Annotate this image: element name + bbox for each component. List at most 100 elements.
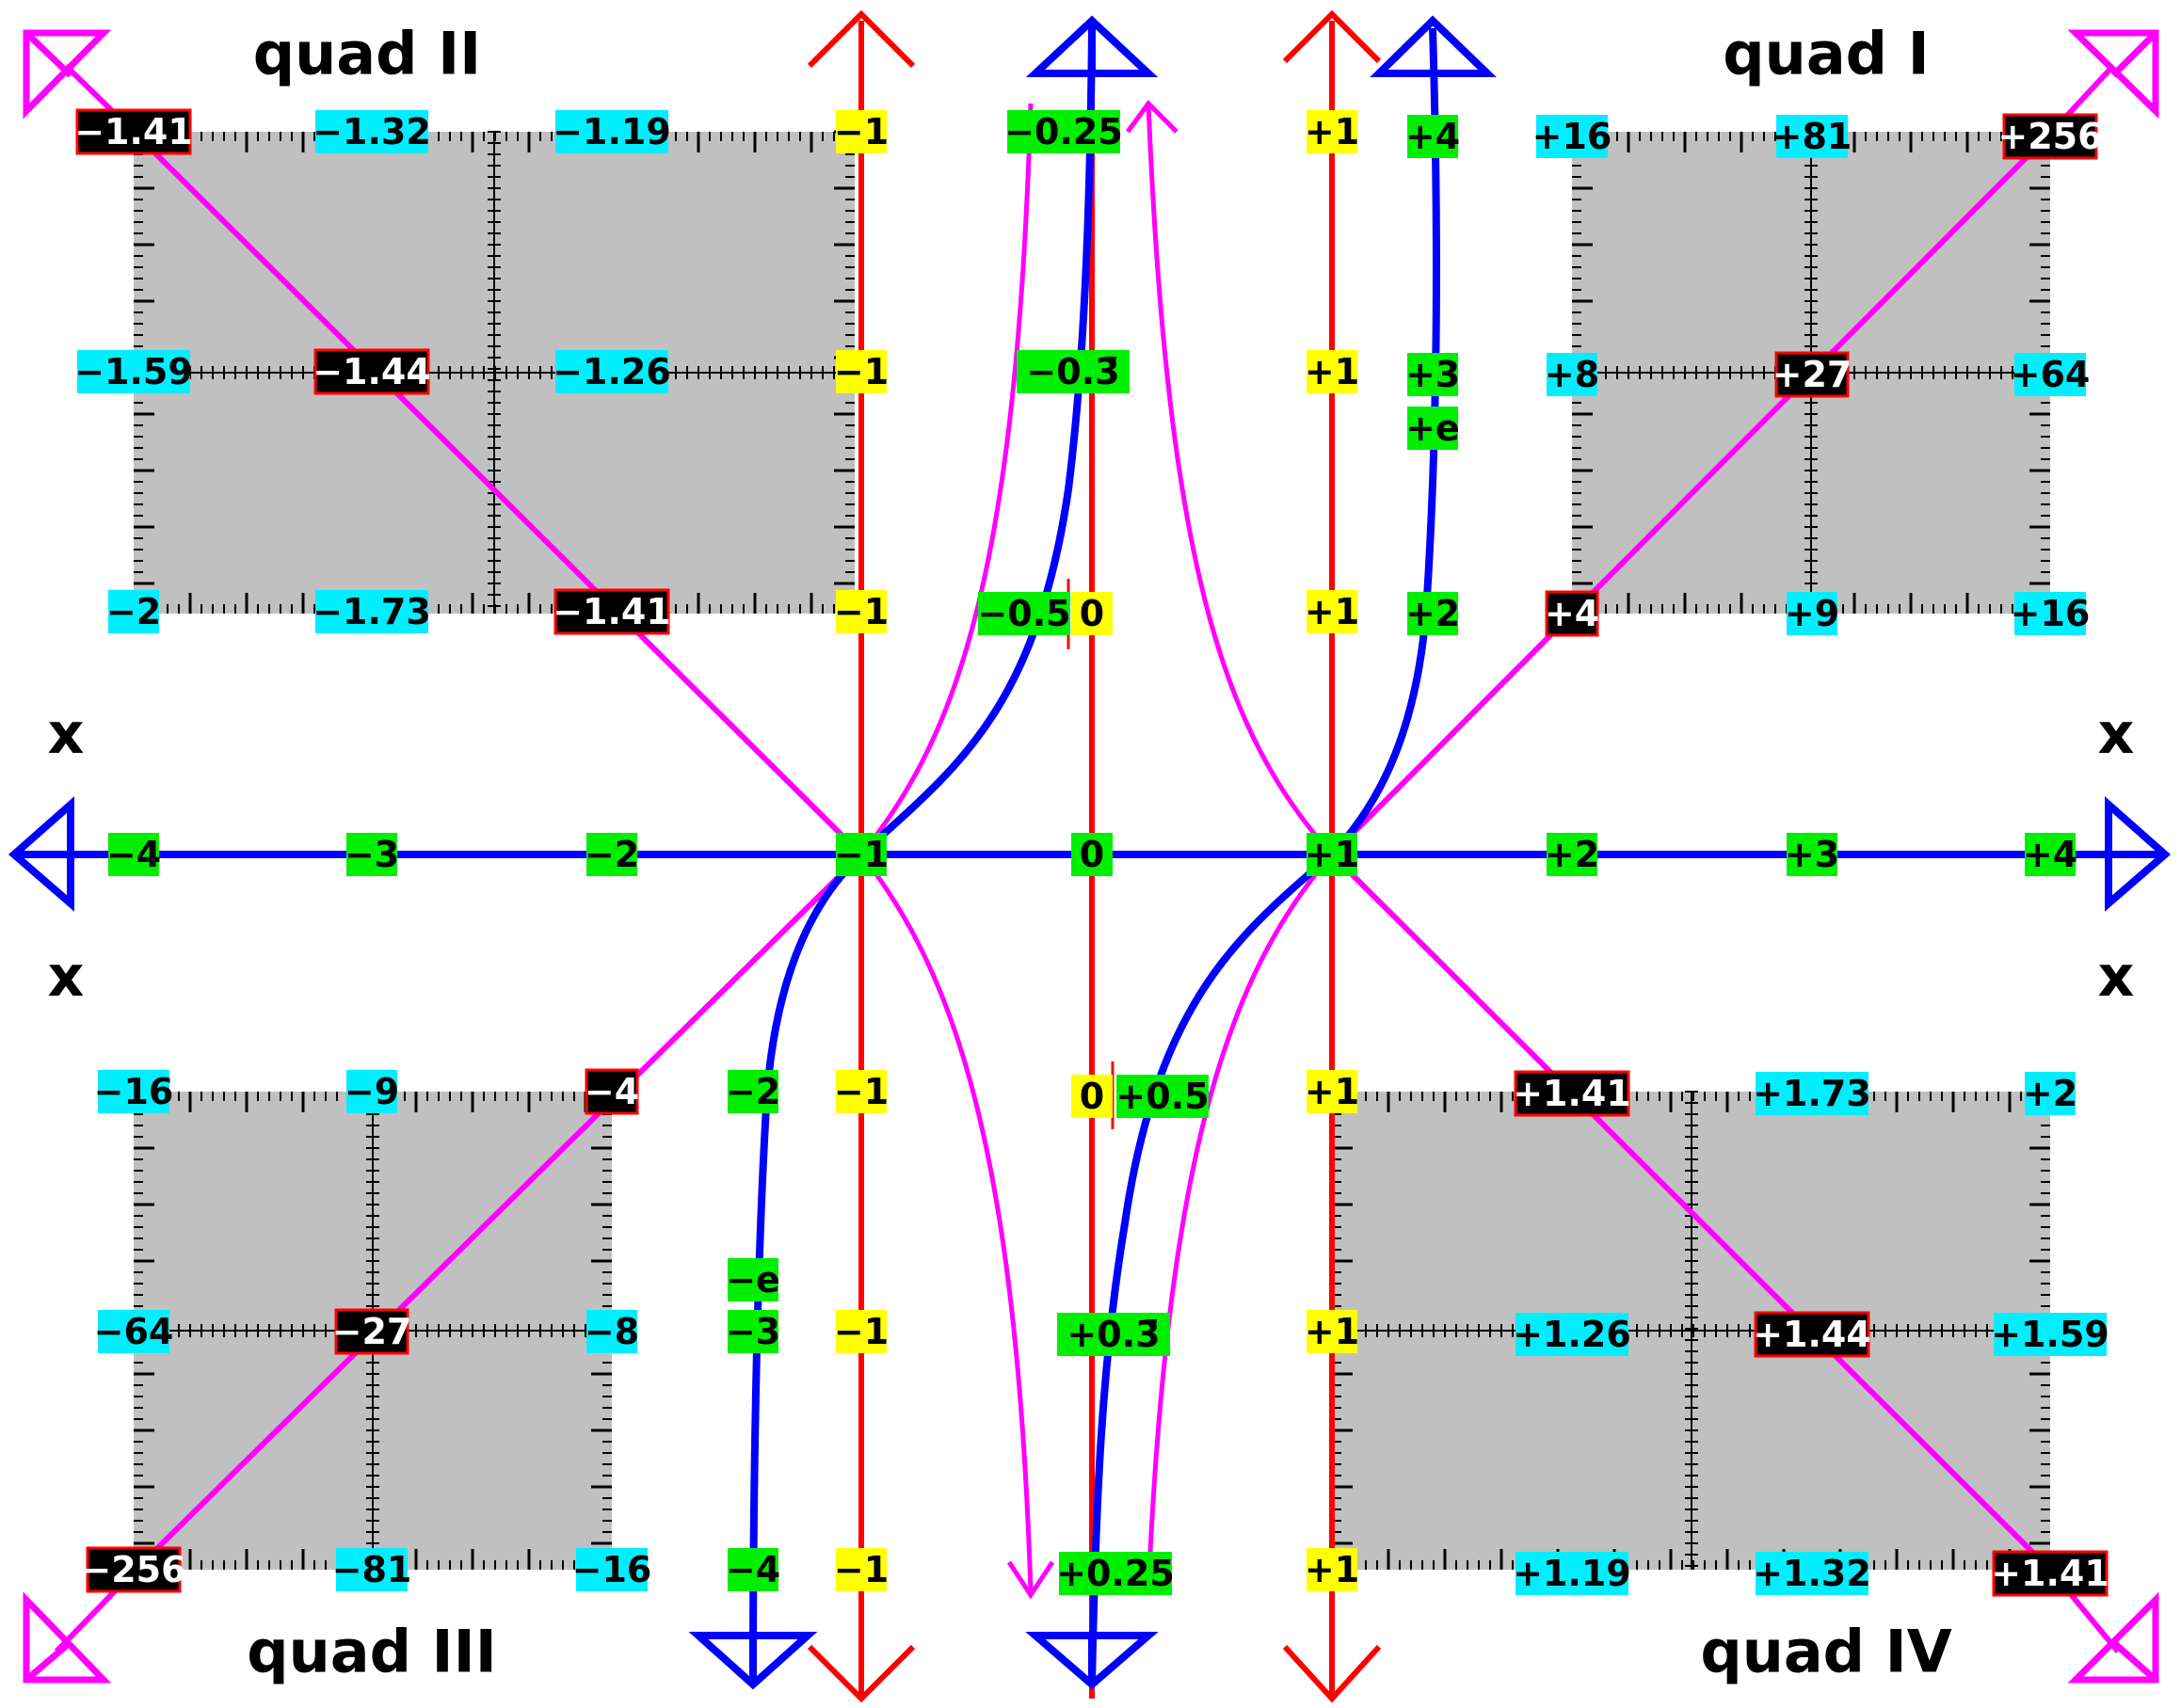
quad-i-label: +64 [2011, 353, 2090, 396]
left-one-label: −1 [834, 350, 889, 393]
center-curve-label-bg [1017, 350, 1130, 393]
blue-curve-center-lower [1088, 851, 1335, 1685]
quad-iii-label-bg [336, 1548, 408, 1591]
right-curve-label-text: +e [1405, 407, 1460, 449]
curve-lower-right [1146, 853, 1334, 1591]
center-curve-label-text: −0.25 [1004, 111, 1123, 152]
left-curve-label-bg [728, 1548, 778, 1591]
right-curve-label-bg [1407, 592, 1458, 635]
quad-ii-label-text: −1.19 [553, 111, 671, 152]
blue-curves [688, 15, 1497, 1690]
center-curve-label: −0.25 [1004, 110, 1123, 153]
quad-i-label-text: +16 [2011, 593, 2091, 634]
quad-iii-label-bg [576, 1548, 648, 1591]
title-quad-II: quad II [253, 20, 481, 88]
quad-i-label-bg [1536, 115, 1608, 158]
right-curve-label-bg [1407, 115, 1458, 158]
x-axis-label-text: −3 [345, 834, 399, 875]
blue-curve-left-lower [749, 852, 864, 1685]
quad-ii-label-text: −1.59 [74, 351, 193, 392]
left-one-label: −1 [834, 1070, 889, 1113]
right-one-label: +1 [1305, 590, 1359, 633]
blue-arrow-right-icon [2105, 796, 2172, 912]
quad-ii-label: −1.19 [553, 110, 671, 153]
quad-iv-label-bg [1515, 1552, 1628, 1595]
left-curve-label: −e [726, 1258, 780, 1301]
center-curve-label-text: +0.5 [1115, 1076, 1209, 1117]
quad-iv-label-bg [1754, 1311, 1870, 1358]
quad-i-label-text: +256 [1997, 116, 2102, 157]
right-one-label-bg [1307, 110, 1357, 153]
quad-i-label-bg [2014, 592, 2086, 635]
quad-iii-label-text: −9 [345, 1071, 399, 1112]
quad-iv-label: +1.41 [1991, 1550, 2109, 1597]
right-curve-label: +e [1405, 407, 1460, 450]
x-axis-label: +1 [1305, 833, 1359, 876]
center-curve-label-text: +0.3̄ [1066, 1314, 1160, 1355]
quad-iii-label: −64 [94, 1310, 173, 1353]
quad-ii-label: −1.32 [313, 110, 431, 153]
triangle-nw-stroke [24, 30, 73, 78]
center-curve-label: +0.3̄ [1057, 1313, 1170, 1356]
center-curve-label-text: −0.5 [977, 593, 1070, 634]
quad-iii-label: −256 [81, 1546, 186, 1593]
blue-curve-center-upper [858, 27, 1096, 857]
quad-i-label-text: +27 [1772, 354, 1852, 395]
quad-ii-label-bg [77, 350, 190, 393]
quad-ii-label-text: −1.41 [553, 591, 671, 632]
quad-i-label: +16 [2011, 592, 2091, 635]
center-curve-label: +0.25 [1056, 1552, 1175, 1595]
quad-iv-label: +1.41 [1513, 1070, 1631, 1117]
x-axis-label: +3 [1785, 833, 1839, 876]
quad-ii-label-text: −2 [106, 591, 161, 632]
red-arrow-up-right-icon [1282, 9, 1382, 64]
right-one-label: +1 [1305, 350, 1359, 393]
blue-arrow-up-right-icon [1370, 15, 1497, 77]
right-one-label: +1 [1305, 1070, 1359, 1113]
x-mark-upper-left: x [48, 701, 85, 767]
red-arrow-up-left-icon [807, 9, 916, 69]
left-one-label-bg [836, 110, 887, 153]
left-curve-label: −2 [726, 1070, 780, 1113]
left-curve-label: −4 [726, 1548, 780, 1591]
right-one-label-bg [1307, 1548, 1357, 1591]
right-curve-label-bg [1407, 353, 1458, 396]
quad-ii-label-text: −1.26 [553, 351, 671, 392]
quad-iv-label: +1.44 [1753, 1311, 1871, 1358]
quad-ii-label-bg [108, 590, 159, 633]
corner-triangles [23, 29, 2159, 1684]
curve-lower-left [859, 853, 1034, 1591]
x-axis-label-text: −4 [106, 834, 161, 875]
curve-upper-left [859, 103, 1034, 856]
center-curve-label-text: +0.25 [1056, 1553, 1175, 1594]
x-mark-lower-left: x [48, 944, 85, 1010]
quad-iv-label-text: +1.26 [1513, 1314, 1631, 1355]
right-curve-label-text: +3 [1405, 354, 1460, 395]
quad-iii-label: −4 [585, 1068, 639, 1115]
quad-iii-label-text: −16 [572, 1549, 652, 1590]
x-axis-label-text: −2 [585, 834, 639, 875]
x-axis-label-text: +2 [1545, 834, 1599, 875]
center-zero-label-bg [1071, 1075, 1113, 1118]
quad-iv-label: +2 [2023, 1072, 2077, 1115]
x-axis-label-bg [836, 833, 887, 876]
center-curve-label-bg [1116, 1075, 1209, 1118]
left-curve-label-text: −4 [726, 1549, 780, 1590]
quad-iii-label-text: −16 [94, 1071, 174, 1112]
quad-i-label-text: +9 [1785, 593, 1839, 634]
x-axis-label-bg [586, 833, 637, 876]
left-one-label-text: −1 [834, 1071, 889, 1112]
quad-ii-label: −1.26 [553, 350, 671, 393]
right-one-label-bg [1307, 590, 1357, 633]
quad-i-label: +256 [1997, 113, 2103, 160]
left-curve-label: −3 [726, 1310, 780, 1353]
right-one-label-bg [1307, 350, 1357, 393]
quad-ii-label-text: −1.73 [313, 591, 431, 632]
quad-i-label: +9 [1785, 592, 1839, 635]
triangle-sw-icon [23, 1591, 112, 1684]
right-one-label-text: +1 [1305, 351, 1359, 392]
x-axis-label-text: +3 [1785, 834, 1839, 875]
quad-i-label-bg [1774, 351, 1850, 398]
quad-iv-label-text: +1.32 [1753, 1553, 1871, 1594]
